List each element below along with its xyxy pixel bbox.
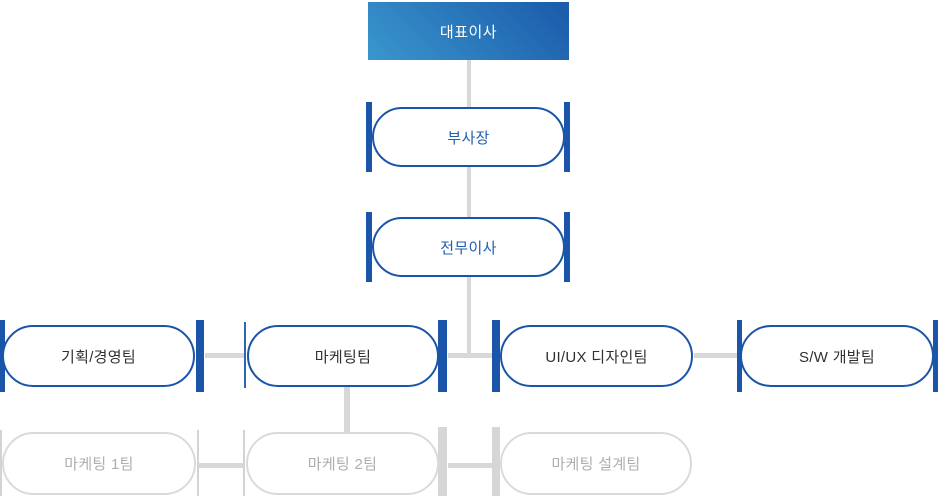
node-accent-bar <box>564 212 570 282</box>
org-node-label: 부사장 <box>447 129 490 147</box>
org-node-team-sw-development: S/W 개발팀 <box>740 325 934 387</box>
node-accent-bar <box>366 102 372 172</box>
org-node-vice-president: 부사장 <box>372 107 565 167</box>
org-node-ceo-label: 대표이사 <box>439 23 498 41</box>
org-node-team-uiux-design: UI/UX 디자인팀 <box>500 325 693 387</box>
connector-horizontal <box>448 463 492 468</box>
node-accent-bar <box>564 102 570 172</box>
org-node-label: 마케팅 설계팀 <box>551 456 641 473</box>
org-node-label: S/W 개발팀 <box>799 348 875 366</box>
org-node-team-planning: 기획/경영팀 <box>2 325 195 387</box>
node-accent-bar <box>366 212 372 282</box>
connector-vertical <box>467 277 471 358</box>
org-node-subteam-marketing-2: 마케팅 2팀 <box>246 432 439 495</box>
connector-horizontal <box>694 353 737 358</box>
connector-horizontal <box>205 353 244 358</box>
node-accent-bar <box>933 320 938 392</box>
connector-vertical <box>467 167 471 218</box>
org-node-subteam-marketing-design: 마케팅 설계팀 <box>500 432 692 495</box>
org-node-label: 전무이사 <box>440 239 497 257</box>
org-node-label: 기획/경영팀 <box>61 348 136 366</box>
org-node-label: 마케팅 1팀 <box>64 456 134 473</box>
org-node-executive-director: 전무이사 <box>372 217 565 277</box>
org-node-label: 마케팅 2팀 <box>307 456 378 473</box>
node-accent-line <box>197 430 199 496</box>
connector-horizontal <box>199 463 243 468</box>
connector-horizontal <box>448 353 492 358</box>
org-node-team-marketing: 마케팅팀 <box>247 325 439 387</box>
org-node-ceo: 대표이사 <box>368 2 569 60</box>
node-accent-bar <box>492 320 500 392</box>
connector-vertical <box>344 387 350 433</box>
node-accent-line <box>244 322 246 388</box>
connector-vertical <box>467 60 471 108</box>
node-accent-bar <box>492 427 500 496</box>
org-node-subteam-marketing-1: 마케팅 1팀 <box>2 432 196 495</box>
org-node-label: 마케팅팀 <box>314 348 372 366</box>
node-accent-line <box>243 430 245 496</box>
org-node-label: UI/UX 디자인팀 <box>545 348 648 366</box>
node-accent-bar <box>438 320 447 392</box>
node-accent-bar <box>438 427 447 496</box>
node-accent-bar <box>196 320 204 392</box>
node-accent-line <box>0 430 2 496</box>
